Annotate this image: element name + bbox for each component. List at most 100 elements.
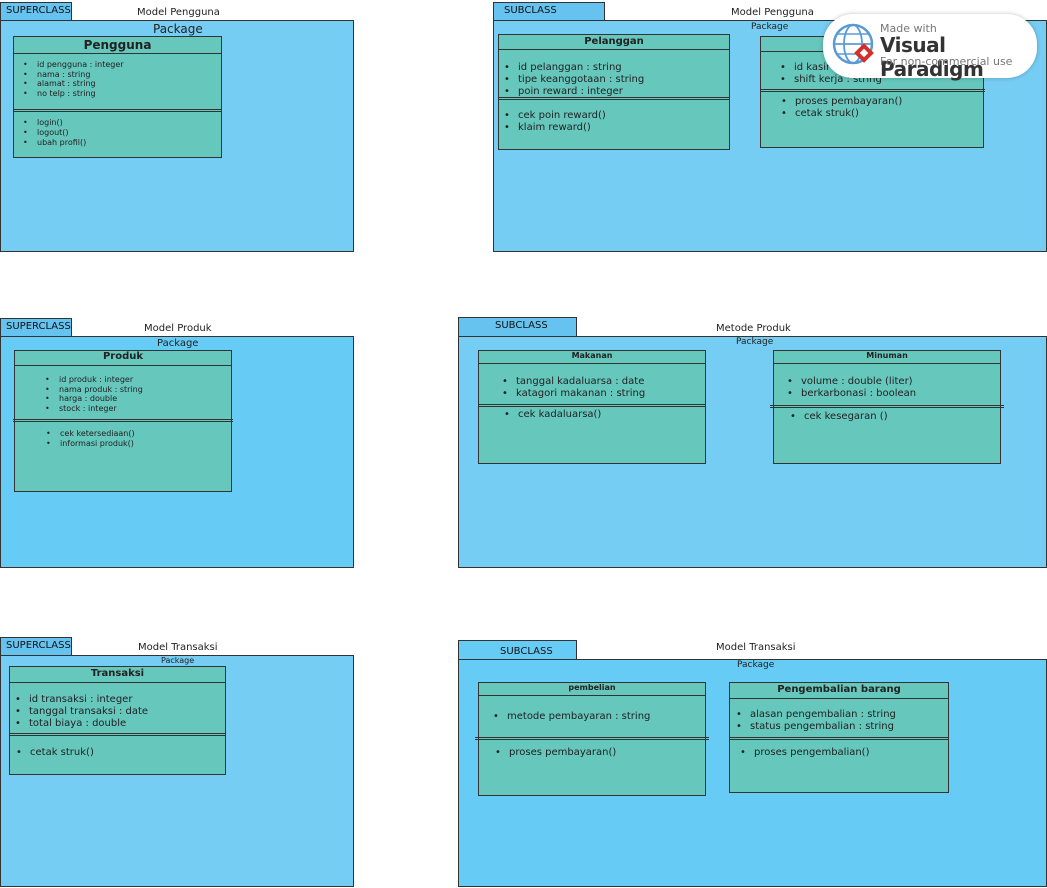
attribute-list: alasan pengembalian : string status peng…: [736, 709, 896, 733]
class-divider: [10, 733, 225, 736]
attribute: volume : double (liter): [787, 376, 916, 388]
class-box-pengguna[interactable]: Pengguna id pengguna : integer nama : st…: [13, 36, 222, 158]
attribute: alasan pengembalian : string: [736, 709, 896, 721]
class-divider: [730, 698, 948, 699]
method: login(): [23, 118, 86, 128]
class-name: Pengguna: [83, 38, 152, 52]
watermark-made-with: Made with: [880, 22, 937, 35]
method: klaim reward(): [504, 122, 606, 134]
class-box-pembelian[interactable]: pembelian metode pembayaran : string pro…: [475, 682, 709, 796]
attribute: id kasir: [780, 62, 882, 74]
watermark-brand: Visual Paradigm: [880, 33, 984, 81]
package-tab: SUPERCLASS: [0, 637, 72, 656]
class-divider: [499, 97, 729, 100]
class-box-pelanggan[interactable]: Pelanggan id pelanggan : string tipe kea…: [498, 34, 730, 150]
package-tab: SUBCLASS: [493, 2, 605, 21]
class-name: Makanan: [571, 351, 613, 360]
attribute-list: id kasir shift kerja : string: [780, 62, 882, 86]
attribute: tipe keanggotaan : string: [504, 74, 644, 86]
class-divider: [499, 49, 729, 50]
class-divider: [13, 419, 233, 422]
method: logout(): [23, 128, 86, 138]
class-divider: [15, 365, 231, 366]
class-divider: [14, 109, 221, 112]
class-divider: [770, 405, 1004, 408]
watermark-subtitle: For non-commercial use: [880, 55, 1013, 68]
attribute-list: id produk : integer nama produk : string…: [45, 375, 143, 414]
method: proses pengembalian(): [740, 747, 869, 759]
class-name: Produk: [102, 351, 144, 362]
attribute: nama : string: [23, 70, 124, 80]
attribute: tanggal kadaluarsa : date: [502, 376, 645, 388]
class-box-transaksi[interactable]: Transaksi id transaksi : integer tanggal…: [9, 666, 226, 775]
attribute-list: id pengguna : integer nama : string alam…: [23, 60, 124, 99]
class-name: Pengembalian barang: [777, 684, 901, 695]
package-label: Package: [157, 338, 199, 349]
attribute: alamat : string: [23, 79, 124, 89]
method: proses pembayaran(): [495, 747, 616, 759]
class-name: Transaksi: [90, 668, 145, 679]
attribute: id transaksi : integer: [15, 694, 148, 706]
method: cetak struk(): [781, 108, 902, 120]
attribute: katagori makanan : string: [502, 388, 645, 400]
class-divider: [774, 363, 1000, 364]
method: informasi produk(): [46, 439, 135, 449]
attribute: berkarbonasi : boolean: [787, 388, 916, 400]
class-box-pengembalian-barang[interactable]: Pengembalian barang alasan pengembalian …: [729, 682, 949, 793]
method-list: cek kadaluarsa(): [504, 409, 601, 421]
class-name: pembelian: [568, 683, 616, 692]
method-list: cetak struk(): [16, 747, 94, 759]
method-list: cek ketersediaan() informasi produk(): [46, 429, 135, 449]
method: cetak struk(): [16, 747, 94, 759]
class-box-makanan[interactable]: Makanan tanggal kadaluarsa : date katago…: [478, 350, 706, 464]
attribute-list: id transaksi : integer tanggal transaksi…: [15, 694, 148, 730]
attribute: poin reward : integer: [504, 86, 644, 98]
method-list: proses pengembalian(): [740, 747, 869, 759]
class-divider: [14, 53, 221, 54]
attribute: harga : double: [45, 394, 143, 404]
package-tab: SUPERCLASS: [0, 2, 72, 21]
class-divider: [479, 363, 705, 364]
method-list: login() logout() ubah profil(): [23, 118, 86, 148]
method-list: cek kesegaran (): [790, 411, 888, 423]
package-tab: SUBCLASS: [458, 640, 577, 661]
attribute: metode pembayaran : string: [493, 711, 650, 723]
package-title: Model Pengguna: [137, 7, 220, 18]
package-title: Model Transaksi: [138, 642, 218, 653]
attribute: id produk : integer: [45, 375, 143, 385]
attribute: stock : integer: [45, 404, 143, 414]
method: ubah profil(): [23, 138, 86, 148]
class-divider: [761, 89, 985, 92]
attribute: total biaya : double: [15, 718, 148, 730]
attribute-list: volume : double (liter) berkarbonasi : b…: [787, 376, 916, 400]
package-label: Package: [751, 22, 789, 32]
method-list: proses pembayaran(): [495, 747, 616, 759]
class-name: Minuman: [866, 351, 908, 360]
package-title: Model Pengguna: [731, 7, 814, 18]
package-tab: SUPERCLASS: [0, 318, 72, 337]
class-box-produk[interactable]: Produk id produk : integer nama produk :…: [13, 350, 233, 492]
method: cek kesegaran (): [790, 411, 888, 423]
class-divider: [475, 737, 709, 740]
method: cek poin reward(): [504, 110, 606, 122]
method: cek kadaluarsa(): [504, 409, 601, 421]
class-name: Pelanggan: [584, 36, 644, 47]
attribute: shift kerja : string: [780, 74, 882, 86]
class-divider: [730, 737, 948, 740]
method: cek ketersediaan(): [46, 429, 135, 439]
attribute-list: tanggal kadaluarsa : date katagori makan…: [502, 376, 645, 400]
attribute: nama produk : string: [45, 385, 143, 395]
package-label: Package: [153, 22, 203, 36]
package-label: Package: [161, 656, 195, 665]
package-title: Model Transaksi: [716, 642, 796, 653]
package-label: Package: [736, 337, 774, 347]
class-box-minuman[interactable]: Minuman volume : double (liter) berkarbo…: [770, 350, 1004, 464]
class-divider: [479, 695, 705, 696]
package-tab: SUBCLASS: [458, 317, 577, 337]
attribute: status pengembalian : string: [736, 721, 896, 733]
attribute: tanggal transaksi : date: [15, 706, 148, 718]
attribute-list: id pelanggan : string tipe keanggotaan :…: [504, 62, 644, 98]
attribute: no telp : string: [23, 89, 124, 99]
package-label: Package: [737, 660, 775, 670]
package-title: Metode Produk: [716, 323, 791, 334]
